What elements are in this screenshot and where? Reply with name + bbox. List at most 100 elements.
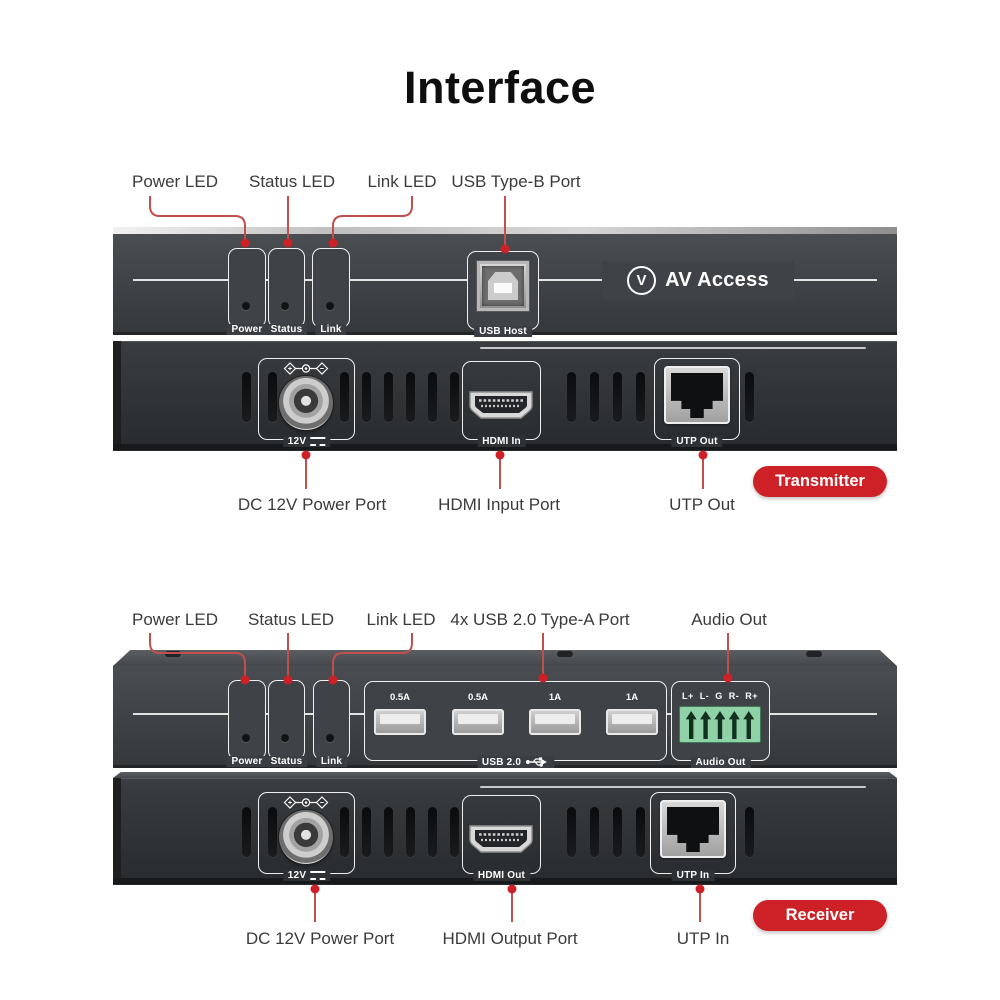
vent-slot bbox=[567, 372, 576, 422]
vent-slot bbox=[636, 807, 645, 857]
rx-usb-group-box: 0.5A 0.5A 1A 1A USB 2.0 bbox=[364, 681, 667, 768]
vent-slot bbox=[362, 807, 371, 857]
leader-dot bbox=[538, 673, 548, 683]
status-led-indicator bbox=[281, 302, 289, 310]
tx-12v-label: 12V bbox=[282, 436, 331, 447]
vent-slot bbox=[384, 807, 393, 857]
rx-rear-top-face bbox=[113, 772, 897, 778]
tx-utp-out-box: UTP Out bbox=[654, 358, 740, 447]
leader-dot bbox=[507, 884, 517, 894]
vent-slot bbox=[268, 807, 277, 857]
rx-link-led-box: Link bbox=[313, 680, 350, 767]
dc-polarity-icon bbox=[283, 796, 329, 809]
rx-rear-bottom-lip bbox=[113, 878, 897, 884]
vent-slot bbox=[613, 372, 622, 422]
rx-link-led-label: Link bbox=[315, 756, 348, 767]
audio-terminal-block bbox=[679, 706, 761, 743]
link-led-indicator bbox=[326, 302, 334, 310]
terminal-pin bbox=[728, 711, 740, 739]
leader-dot bbox=[695, 884, 705, 894]
terminal-pin bbox=[743, 711, 755, 739]
rx-hdmi-out-box: HDMI Out bbox=[462, 795, 541, 881]
rx-callout-hdmi-output: HDMI Output Port bbox=[442, 929, 578, 948]
dc-polarity-icon bbox=[283, 362, 329, 375]
rx-callout-status-led: Status LED bbox=[248, 610, 334, 629]
rx-hdmi-out-label: HDMI Out bbox=[472, 870, 531, 881]
rx-status-led-label: Status bbox=[265, 756, 308, 767]
tx-status-led-label: Status bbox=[265, 324, 308, 335]
vent-slot bbox=[745, 807, 754, 857]
vent-slot bbox=[268, 372, 277, 422]
vent-slot bbox=[362, 372, 371, 422]
leader-dot bbox=[500, 244, 510, 254]
rx-power-led-label: Power bbox=[226, 756, 268, 767]
vent-slot bbox=[406, 372, 415, 422]
rx-utp-in-label: UTP In bbox=[671, 870, 715, 881]
usb-trident-icon bbox=[525, 757, 547, 767]
rx-rear-highlight bbox=[480, 786, 866, 788]
av-access-logo-icon: V bbox=[627, 265, 657, 295]
leader-rx-power-led bbox=[149, 633, 246, 678]
leader-dot bbox=[310, 884, 320, 894]
rx-callout-usb-ports: 4x USB 2.0 Type-A Port bbox=[450, 610, 630, 629]
terminal-pin bbox=[714, 711, 726, 739]
rx-callout-power-led: Power LED bbox=[132, 610, 218, 629]
rx-power-led-box: Power bbox=[226, 680, 268, 767]
rx-audio-group-label: Audio Out bbox=[690, 757, 751, 768]
vent-slot bbox=[590, 372, 599, 422]
tx-usb-host-label: USB Host bbox=[474, 326, 532, 337]
dc-symbol-icon bbox=[310, 437, 326, 446]
power-led-indicator bbox=[242, 734, 250, 742]
transmitter-badge: Transmitter bbox=[753, 466, 887, 497]
vent-slot bbox=[384, 372, 393, 422]
leader-dot bbox=[328, 675, 338, 685]
page-title: Interface bbox=[403, 62, 597, 113]
tx-rear-bottom-lip bbox=[113, 444, 897, 450]
tx-rear-highlight bbox=[480, 347, 866, 349]
leader-dot bbox=[698, 450, 708, 460]
rx-audio-out-box: L+ L- G R- R+ Audio Out bbox=[671, 681, 770, 768]
receiver-badge: Receiver bbox=[753, 900, 887, 931]
usb-a-port bbox=[374, 709, 426, 735]
leader-tx-power-led bbox=[149, 196, 246, 241]
rx-callout-dc-power: DC 12V Power Port bbox=[245, 929, 395, 948]
rx-utp-in-box: UTP In bbox=[650, 792, 736, 881]
leader-tx-link-led bbox=[332, 196, 413, 241]
leader-dot bbox=[240, 238, 250, 248]
usb-port-label: 0.5A bbox=[389, 692, 411, 703]
rj45-connector bbox=[660, 800, 726, 858]
leader-dot bbox=[283, 675, 293, 685]
screw-notch bbox=[806, 651, 822, 657]
vent-slot bbox=[406, 807, 415, 857]
tx-link-led-label: Link bbox=[315, 324, 347, 335]
vent-slot bbox=[340, 807, 349, 857]
leader-dot bbox=[495, 450, 505, 460]
dc-symbol-icon bbox=[310, 871, 326, 880]
tx-callout-link-led: Link LED bbox=[367, 172, 437, 191]
av-access-logo: V AV Access bbox=[602, 261, 794, 299]
tx-callout-usb-type-b: USB Type-B Port bbox=[451, 172, 581, 191]
vent-slot bbox=[450, 807, 459, 857]
tx-rear-left-edge bbox=[113, 341, 121, 450]
usb-port-label: 1A bbox=[625, 692, 639, 703]
vent-slot bbox=[590, 807, 599, 857]
tx-hdmi-in-label: HDMI In bbox=[477, 436, 526, 447]
vent-slot bbox=[242, 372, 251, 422]
power-led-indicator bbox=[242, 302, 250, 310]
vent-slot bbox=[613, 807, 622, 857]
vent-slot bbox=[450, 372, 459, 422]
tx-utp-out-label: UTP Out bbox=[671, 436, 723, 447]
rx-front-top-face bbox=[113, 650, 897, 666]
leader-dot bbox=[240, 675, 250, 685]
leader-rx-link-led bbox=[332, 633, 413, 678]
rx-status-led-box: Status bbox=[265, 680, 308, 767]
vent-slot bbox=[428, 807, 437, 857]
tx-callout-hdmi-input: HDMI Input Port bbox=[438, 495, 560, 514]
tx-callout-status-led: Status LED bbox=[249, 172, 335, 191]
usb-port-label: 0.5A bbox=[467, 692, 489, 703]
tx-usb-host-box: USB Host bbox=[467, 251, 539, 337]
hdmi-connector bbox=[469, 825, 533, 853]
screw-notch bbox=[557, 651, 573, 657]
usb-a-port bbox=[452, 709, 504, 735]
